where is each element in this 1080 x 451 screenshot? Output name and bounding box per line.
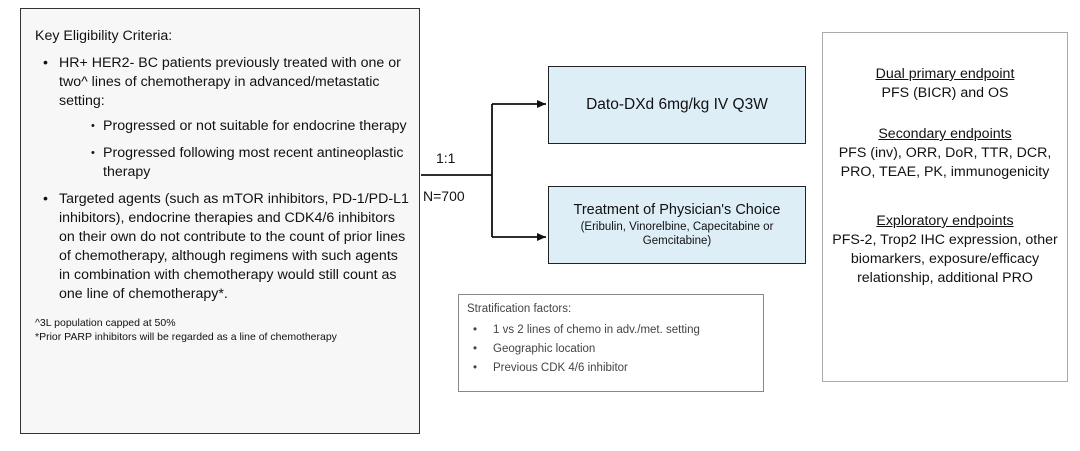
- eligibility-bullet-text: HR+ HER2- BC patients previously treated…: [59, 55, 401, 109]
- arm-dato-dxd-label: Dato-DXd 6mg/kg IV Q3W: [586, 96, 768, 113]
- primary-endpoint-text: PFS (BICR) and OS: [881, 85, 1009, 101]
- footnote-parp: *Prior PARP inhibitors will be regarded …: [35, 331, 337, 343]
- eligibility-sub-endocrine: Progressed or not suitable for endocrine…: [59, 117, 409, 136]
- randomization-ratio: 1:1: [436, 150, 456, 166]
- arm-dato-dxd: Dato-DXd 6mg/kg IV Q3W: [548, 66, 806, 144]
- exploratory-endpoint-title: Exploratory endpoints: [876, 213, 1014, 229]
- primary-endpoint-section: Dual primary endpoint PFS (BICR) and OS: [823, 65, 1067, 103]
- eligibility-criteria-box: Key Eligibility Criteria: HR+ HER2- BC p…: [20, 8, 420, 434]
- exploratory-endpoint-section: Exploratory endpoints PFS-2, Trop2 IHC e…: [823, 212, 1067, 288]
- arm-physicians-choice: Treatment of Physician's Choice (Eribuli…: [548, 186, 806, 264]
- eligibility-bullet-prior-chemo: HR+ HER2- BC patients previously treated…: [35, 54, 409, 182]
- arm-physicians-choice-detail: (Eribulin, Vinorelbine, Capecitabine or …: [580, 221, 774, 247]
- endpoints-box: Dual primary endpoint PFS (BICR) and OS …: [822, 32, 1068, 382]
- arm-physicians-choice-title: Treatment of Physician's Choice: [573, 202, 781, 218]
- secondary-endpoint-section: Secondary endpoints PFS (inv), ORR, DoR,…: [823, 125, 1067, 182]
- footnote-3l-cap: ^3L population capped at 50%: [35, 317, 176, 329]
- secondary-endpoint-title: Secondary endpoints: [878, 126, 1012, 142]
- stratification-title: Stratification factors:: [467, 303, 572, 315]
- sample-size: N=700: [423, 188, 465, 204]
- stratification-item: 1 vs 2 lines of chemo in adv./met. setti…: [467, 322, 755, 339]
- stratification-box: Stratification factors: 1 vs 2 lines of …: [458, 294, 764, 392]
- eligibility-sub-progressed: Progressed following most recent antineo…: [59, 144, 409, 182]
- stratification-item: Previous CDK 4/6 inhibitor: [467, 360, 755, 377]
- eligibility-list: HR+ HER2- BC patients previously treated…: [35, 54, 409, 304]
- exploratory-endpoint-text: PFS-2, Trop2 IHC expression, other bioma…: [832, 232, 1058, 286]
- secondary-endpoint-text: PFS (inv), ORR, DoR, TTR, DCR, PRO, TEAE…: [838, 145, 1052, 180]
- eligibility-heading: Key Eligibility Criteria:: [35, 28, 173, 44]
- stratification-item: Geographic location: [467, 341, 755, 358]
- eligibility-bullet-targeted-agents: Targeted agents (such as mTOR inhibitors…: [35, 190, 409, 304]
- primary-endpoint-title: Dual primary endpoint: [875, 66, 1015, 82]
